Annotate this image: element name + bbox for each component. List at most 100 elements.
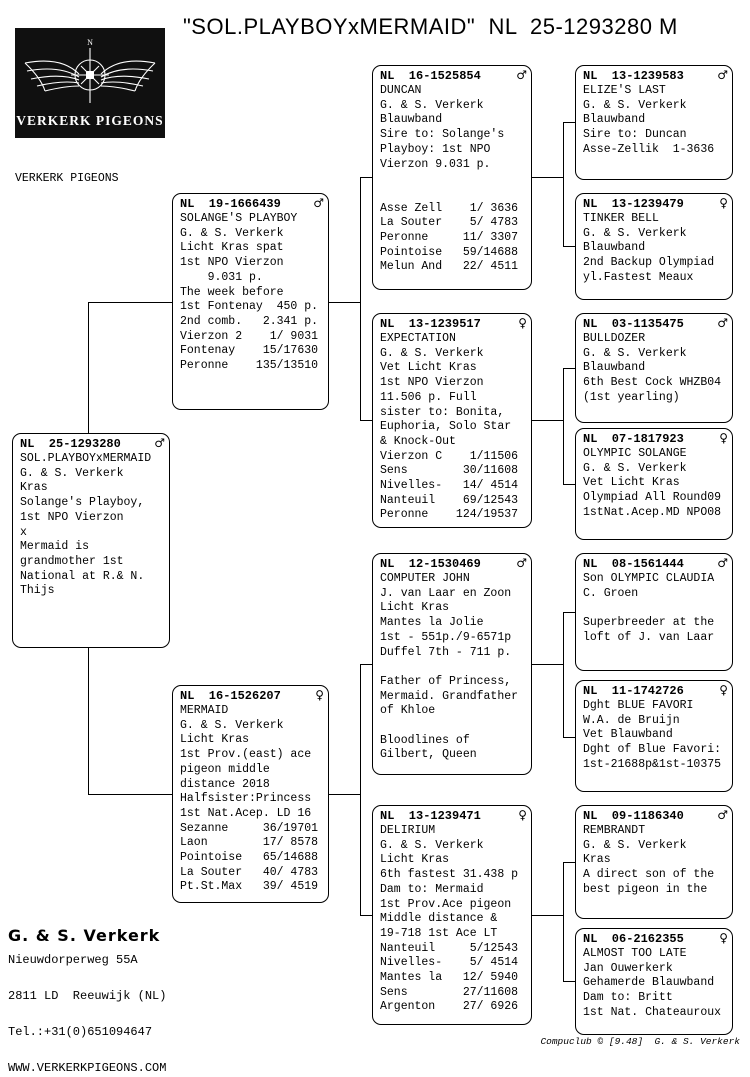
ring-number: NL 13-1239471 (380, 809, 481, 823)
owner-address-block: Nieuwdorperweg 55A 2811 LD Reeuwijk (NL)… (8, 951, 166, 1077)
female-icon: ♀ (518, 808, 527, 822)
pedigree-box-duncan: NL 16-1525854 ♂ DUNCAN G. & S. Verkerk Bl… (372, 65, 532, 290)
male-icon: ♂ (717, 808, 728, 822)
pedigree-box-expectation: NL 13-1239517 ♀ EXPECTATION G. & S. Verke… (372, 313, 532, 528)
owner-name: G. & S. Verkerk (8, 926, 161, 945)
connector-line (563, 862, 575, 863)
pedigree-text: SOL.PLAYBOYxMERMAID G. & S. Verkerk Kras… (20, 452, 152, 598)
connector-line (563, 737, 575, 738)
connector-line (360, 664, 361, 916)
male-icon: ♂ (717, 556, 728, 570)
female-icon: ♀ (719, 431, 728, 445)
connector-line (88, 648, 89, 794)
ring-number: NL 03-1135475 (583, 317, 684, 331)
website-url: WWW.VERKERKPIGEONS.COM (8, 1061, 167, 1075)
connector-line (532, 420, 563, 421)
female-icon: ♀ (719, 683, 728, 697)
address-line: Nieuwdorperweg 55A (8, 953, 138, 967)
ring-number: NL 13-1239479 (583, 197, 684, 211)
female-icon: ♀ (719, 931, 728, 945)
male-icon: ♂ (516, 556, 527, 570)
compass-north-label: N (87, 38, 93, 47)
ring-number: NL 06-2162355 (583, 932, 684, 946)
ring-number: NL 07-1817923 (583, 432, 684, 446)
ring-number: NL 11-1742726 (583, 684, 684, 698)
male-icon: ♂ (154, 436, 165, 450)
male-icon: ♂ (717, 68, 728, 82)
pedigree-text: OLYMPIC SOLANGE G. & S. Verkerk Vet Lich… (583, 447, 722, 519)
connector-line (563, 246, 575, 247)
connector-line (329, 794, 360, 795)
connector-line (563, 612, 564, 738)
connector-line (563, 368, 575, 369)
connector-line (360, 177, 361, 421)
pedigree-text: ELIZE'S LAST G. & S. Verkerk Blauwband S… (583, 84, 715, 156)
pedigree-text: SOLANGE'S PLAYBOY G. & S. Verkerk Licht … (180, 212, 319, 373)
connector-line (532, 915, 563, 916)
pedigree-text: REMBRANDT G. & S. Verkerk Kras A direct … (583, 824, 715, 896)
connector-line (532, 664, 563, 665)
male-icon: ♂ (717, 316, 728, 330)
compuclub-credit: Compuclub © [9.48] G. & S. Verkerk (540, 1036, 740, 1047)
connector-line (360, 420, 372, 421)
connector-line (532, 177, 563, 178)
connector-line (360, 915, 372, 916)
ring-number: NL 09-1186340 (583, 809, 684, 823)
female-icon: ♀ (315, 688, 324, 702)
ring-number: NL 16-1525854 (380, 69, 481, 83)
page-title: "SOL.PLAYBOYxMERMAID" NL 25-1293280 M (183, 14, 678, 39)
pedigree-box-rembrandt: NL 09-1186340 ♂ REMBRANDT G. & S. Verkerk… (575, 805, 733, 919)
pedigree-text: DUNCAN G. & S. Verkerk Blauwband Sire to… (380, 84, 519, 274)
pedigree-box-almost-too-late: NL 06-2162355 ♀ ALMOST TOO LATE Jan Ouwer… (575, 928, 733, 1035)
ring-number: NL 25-1293280 (20, 437, 121, 451)
connector-line (88, 302, 89, 433)
logo-brand-text: VERKERK PIGEONS (16, 113, 163, 128)
pedigree-text: EXPECTATION G. & S. Verkerk Vet Licht Kr… (380, 332, 519, 522)
male-icon: ♂ (516, 68, 527, 82)
pedigree-box-bulldozer: NL 03-1135475♂ BULLDOZER G. & S. Verkerk… (575, 313, 733, 423)
connector-line (563, 368, 564, 485)
pedigree-box-mermaid: NL 16-1526207 ♀ MERMAID G. & S. Verkerk L… (172, 685, 329, 903)
pedigree-text: TINKER BELL G. & S. Verkerk Blauwband 2n… (583, 212, 715, 284)
pedigree-box-tinker-bell: NL 13-1239479 ♀ TINKER BELL G. & S. Verke… (575, 193, 733, 300)
address-line: 2811 LD Reeuwijk (NL) (8, 989, 167, 1003)
pedigree-box-son-olympic-claudia: NL 08-1561444 ♂ Son OLYMPIC CLAUDIA C. Gr… (575, 553, 733, 671)
female-icon: ♀ (518, 316, 527, 330)
male-icon: ♂ (313, 196, 324, 210)
ring-number: NL 16-1526207 (180, 689, 281, 703)
pedigree-box-solanges-playboy: NL 19-1666439 ♂ SOLANGE'S PLAYBOY G. & S.… (172, 193, 329, 410)
ring-number: NL 19-1666439 (180, 197, 281, 211)
pedigree-box-olympic-solange: NL 07-1817923 ♀ OLYMPIC SOLANGE G. & S. V… (575, 428, 733, 540)
connector-line (88, 794, 172, 795)
phone-number: Tel.:+31(0)651094647 (8, 1025, 153, 1039)
connector-line (563, 612, 575, 613)
pedigree-text: Son OLYMPIC CLAUDIA C. Groen Superbreede… (583, 572, 715, 644)
connector-line (360, 177, 372, 178)
connector-line (563, 484, 575, 485)
pedigree-box-computer-john: NL 12-1530469 ♂ COMPUTER JOHN J. van Laar… (372, 553, 532, 775)
connector-line (329, 302, 360, 303)
connector-line (563, 862, 564, 982)
verkerk-pigeons-logo: N VERKERK PIGEONS (15, 28, 165, 138)
loft-name-label: VERKERK PIGEONS (15, 172, 119, 185)
wings-compass-icon: N VERKERK PIGEONS (15, 28, 165, 138)
connector-line (88, 302, 172, 303)
pedigree-text: COMPUTER JOHN J. van Laar en Zoon Licht … (380, 572, 519, 762)
pedigree-box-dght-blue-favori: NL 11-1742726 ♀ Dght BLUE FAVORI W.A. de … (575, 680, 733, 792)
pedigree-text: ALMOST TOO LATE Jan Ouwerkerk Gehamerde … (583, 947, 722, 1019)
pedigree-text: Dght BLUE FAVORI W.A. de Bruijn Vet Blau… (583, 699, 722, 771)
pedigree-box-subject: NL 25-1293280 ♂ SOL.PLAYBOYxMERMAID G. & … (12, 433, 170, 648)
pedigree-text: MERMAID G. & S. Verkerk Licht Kras 1st P… (180, 704, 319, 894)
ring-number: NL 08-1561444 (583, 557, 684, 571)
ring-number: NL 13-1239583 (583, 69, 684, 83)
connector-line (563, 122, 575, 123)
ring-number: NL 13-1239517 (380, 317, 481, 331)
pedigree-box-elizes-last: NL 13-1239583 ♂ ELIZE'S LAST G. & S. Verk… (575, 65, 733, 180)
female-icon: ♀ (719, 196, 728, 210)
ring-number: NL 12-1530469 (380, 557, 481, 571)
pedigree-box-delirium: NL 13-1239471 ♀ DELIRIUM G. & S. Verkerk … (372, 805, 532, 1025)
connector-line (563, 122, 564, 247)
connector-line (563, 981, 575, 982)
connector-line (360, 664, 372, 665)
pedigree-text: DELIRIUM G. & S. Verkerk Licht Kras 6th … (380, 824, 519, 1014)
